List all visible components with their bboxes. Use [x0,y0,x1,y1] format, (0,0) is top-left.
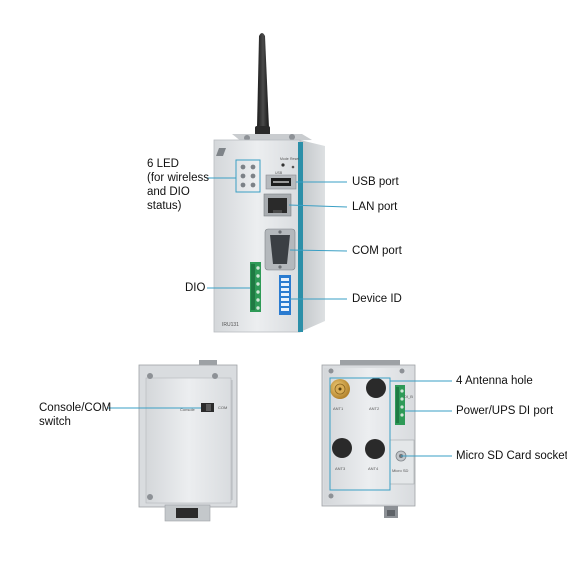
ant4-marking: ANT4 [368,466,379,471]
microsd-socket [389,439,415,485]
device-id-callout-label: Device ID [352,293,402,305]
usb-marking: USB [275,171,283,175]
accent-strip [298,142,303,332]
console-side-view: Console COM [138,360,238,522]
device-id-dip-switch [279,275,291,315]
power-ups-callout-label: Power/UPS DI port [456,405,554,417]
antenna-icon [255,33,270,142]
led-callout-line-1: 6 LED [147,158,179,170]
antenna-callout-label: 4 Antenna hole [456,375,533,387]
led-callout-label: 6 LED (for wireless and DIO status) [147,157,209,213]
antenna-hole-4 [365,439,385,459]
lan-callout-label: LAN port [352,201,398,213]
console-marking: Console [180,407,195,412]
ant3-marking: ANT3 [335,466,346,471]
antenna-side-view: ANT1 ANT2 ANT3 ANT4 DI_B Micro SD [321,360,416,518]
com-port [264,228,296,271]
model-marking: IRU131 [222,322,239,328]
console-switch-line-2: switch [39,416,71,428]
microsd-callout-label: Micro SD Card socket [456,450,567,462]
side-panel [300,140,325,332]
lan-port [263,193,292,217]
console-switch-line-1: Console/COM [39,402,112,414]
antenna-hole-1 [330,379,350,399]
front-view: Mode Reset USB [213,33,325,333]
reset-marking: Reset [290,157,299,161]
dio-callout-label: DIO [185,282,206,294]
ant2-marking: ANT2 [369,406,380,411]
led-callout-line-3: and DIO [147,186,190,198]
brand-logo-icon [216,148,226,156]
antenna-hole-2 [366,378,386,398]
usb-callout-label: USB port [352,176,399,188]
console-switch-callout-label: Console/COM switch [39,401,111,429]
led-callout-line-4: status) [147,200,182,212]
led-callout-line-2: (for wireless [147,172,209,184]
usb-port [265,174,297,190]
rear-callout-lines [329,377,452,491]
front-callout-lines [206,159,348,300]
microsd-marking: Micro SD [392,468,409,473]
console-com-switch [201,403,214,412]
ant1-marking: ANT1 [333,406,344,411]
led-indicator-group [240,164,256,188]
power-ups-di-terminal [395,385,405,425]
dio-terminal-block [250,262,261,312]
power-marking: DI_B [404,394,413,399]
com-callout-label: COM port [352,245,402,257]
antenna-hole-3 [332,438,352,458]
mode-marking: Mode [280,157,289,161]
com-marking: COM [218,405,227,410]
